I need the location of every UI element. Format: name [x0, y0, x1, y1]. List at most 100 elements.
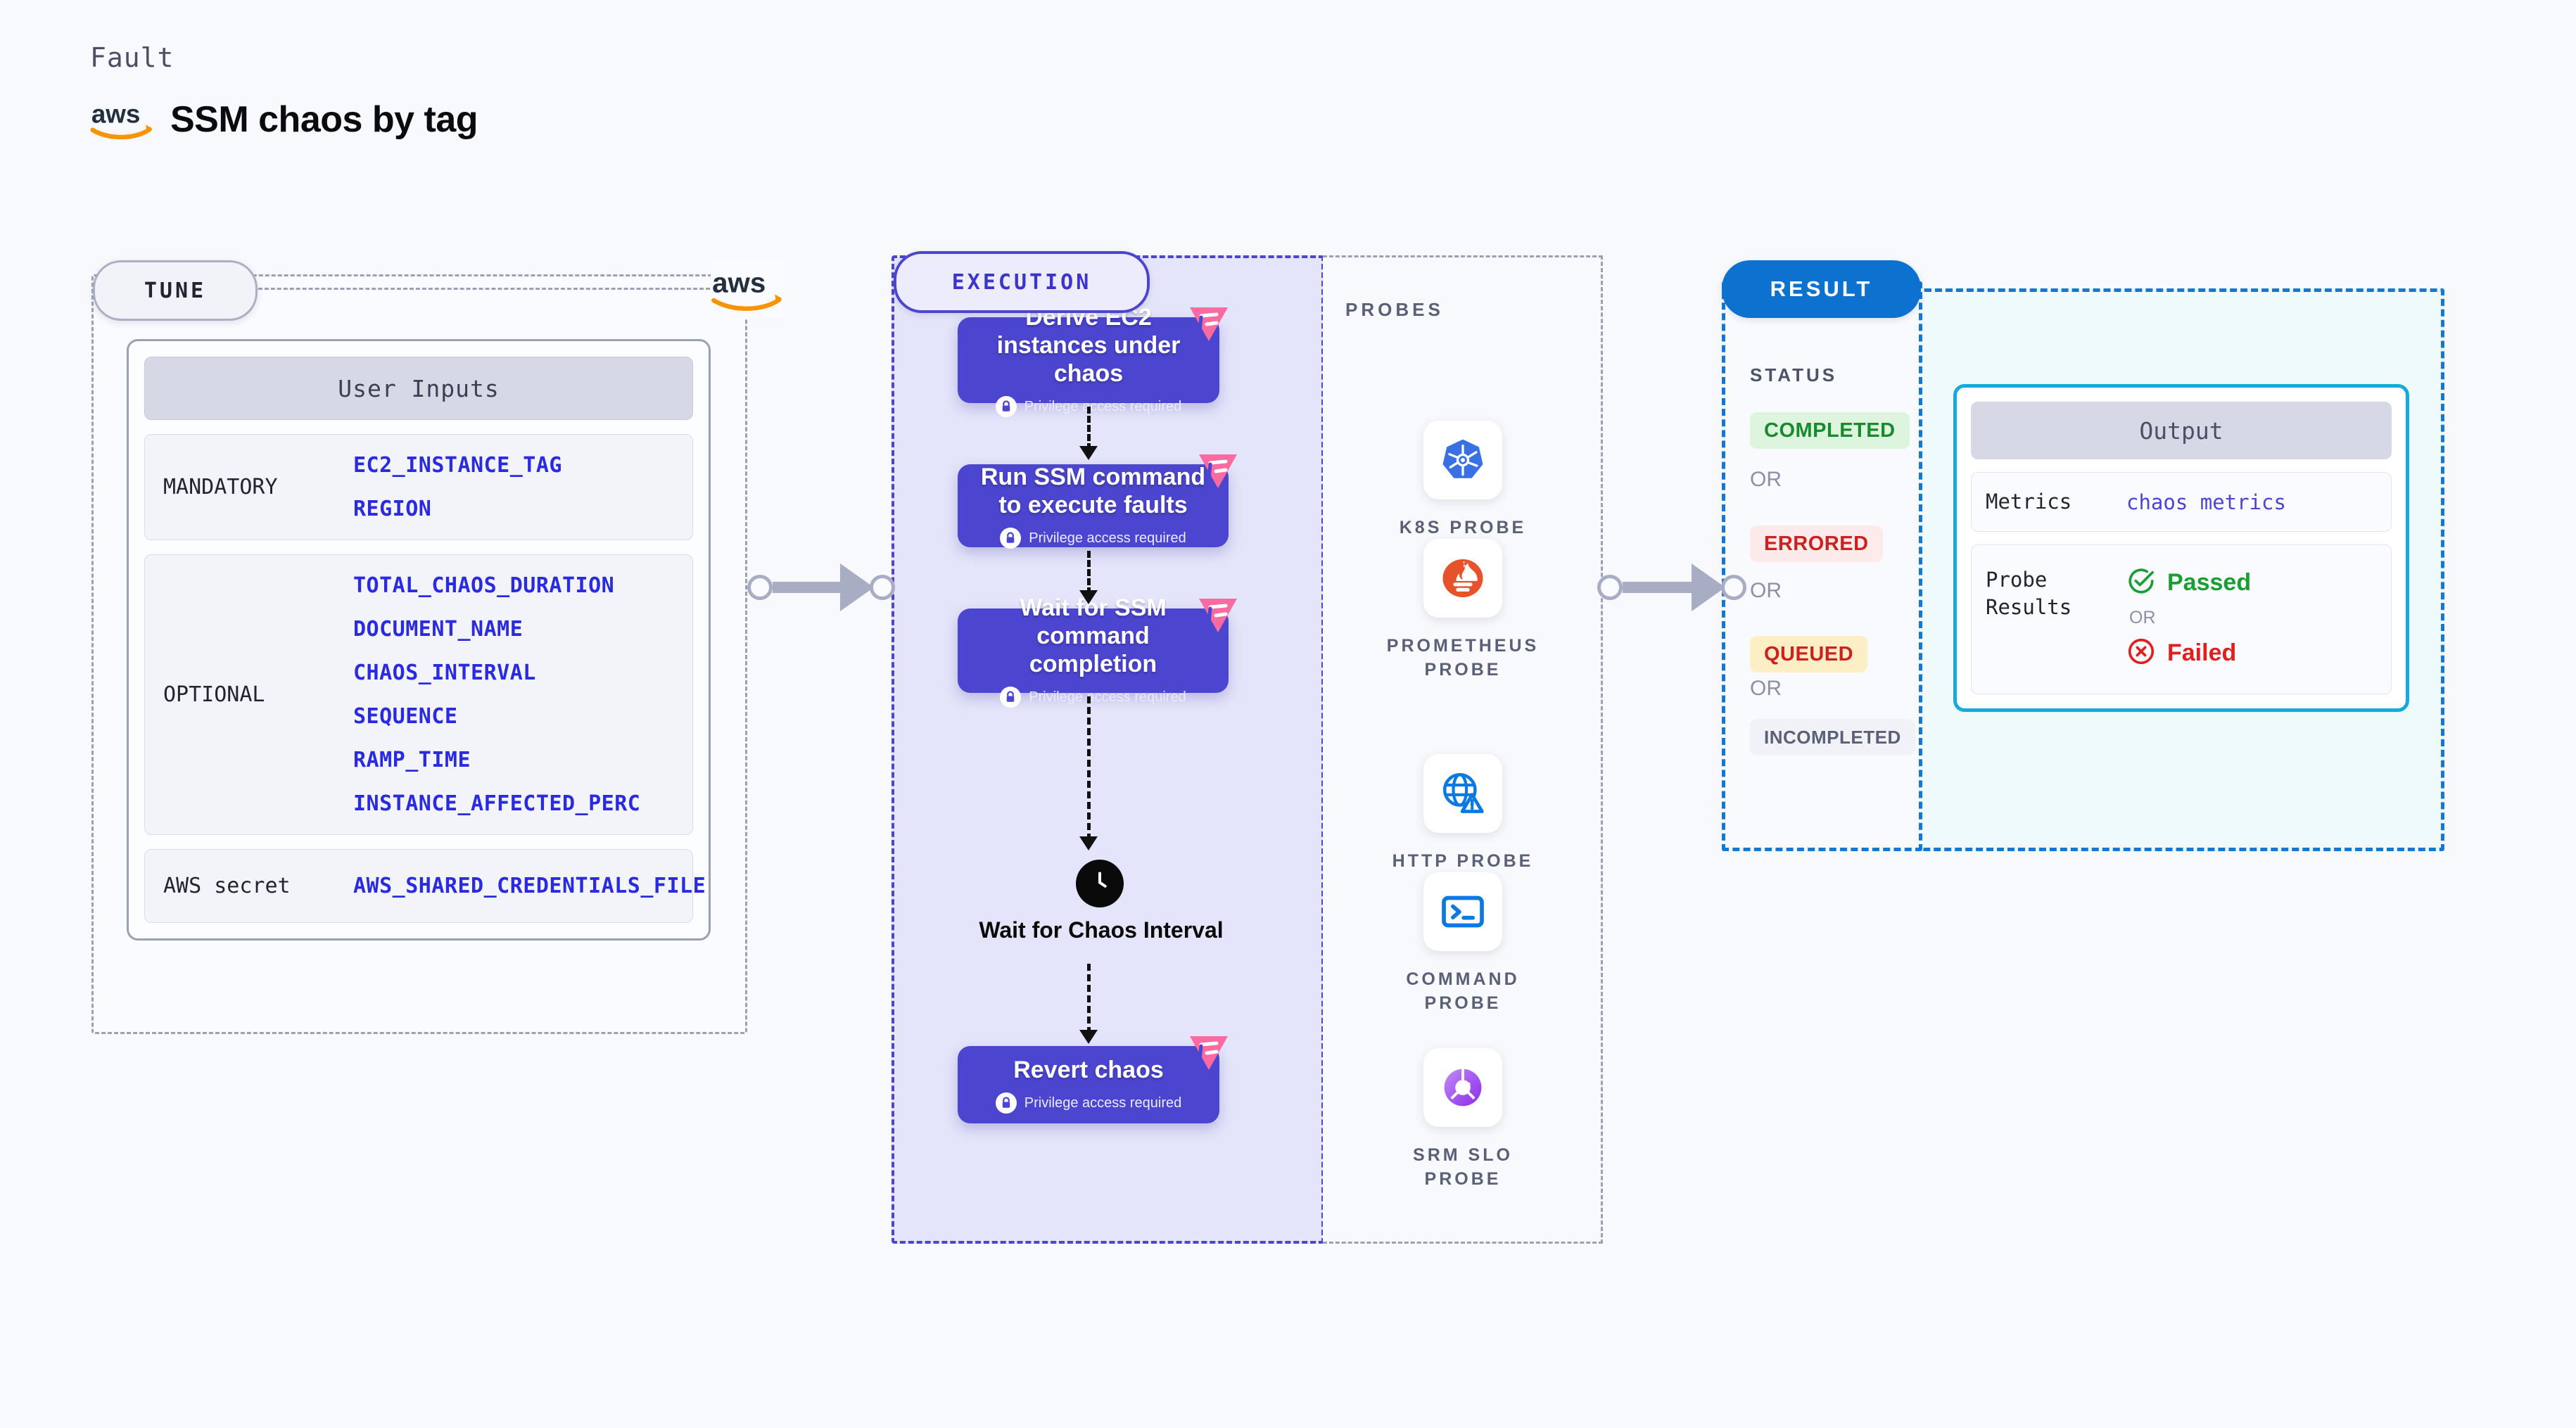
- flow-node-title: Derive EC2 instances under chaos: [996, 303, 1181, 388]
- param-group-kind: OPTIONAL: [163, 682, 265, 707]
- param-group-optional: OPTIONAL TOTAL_CHAOS_DURATION DOCUMENT_N…: [144, 554, 693, 835]
- output-card-title: Output: [1971, 402, 2392, 459]
- probes-section-label: PROBES: [1345, 299, 1444, 320]
- status-badge-label: COMPLETED: [1764, 419, 1896, 442]
- execution-section-pill: EXECUTION: [894, 251, 1150, 313]
- connector-end-dot: [1721, 575, 1746, 600]
- probe-label: SRM SLO PROBE: [1413, 1145, 1513, 1189]
- connector-line: [773, 582, 840, 593]
- privilege-note: Privilege access required: [995, 396, 1181, 418]
- status-or-separator: OR: [1750, 677, 1782, 700]
- page-header: Fault aws SSM chaos by tag: [90, 42, 478, 141]
- status-badge-label: QUEUED: [1764, 642, 1854, 665]
- connector-execution-to-result: [1597, 563, 1746, 611]
- status-badge-completed: COMPLETED: [1750, 412, 1910, 449]
- user-inputs-card: User Inputs MANDATORY EC2_INSTANCE_TAG R…: [127, 339, 711, 941]
- param-name[interactable]: TOTAL_CHAOS_DURATION: [353, 573, 615, 598]
- connector-line: [1623, 582, 1692, 593]
- connector-end-dot: [870, 575, 895, 600]
- probe-result-passed: Passed: [2126, 566, 2251, 599]
- flow-node-wait-ssm-completion[interactable]: Wait for SSM command completion Privileg…: [958, 594, 1237, 708]
- privilege-note: Privilege access required: [995, 1092, 1182, 1114]
- connector-start-dot: [747, 575, 773, 600]
- privilege-note-text: Privilege access required: [1024, 1095, 1182, 1111]
- flow-node-title: Revert chaos: [1013, 1056, 1164, 1083]
- param-group-kind: AWS secret: [163, 874, 291, 898]
- probe-item-command[interactable]: COMMAND PROBE: [1371, 872, 1554, 1016]
- flow-arrowhead: [1079, 590, 1098, 604]
- flow-arrow: [1087, 696, 1093, 841]
- param-name[interactable]: INSTANCE_AFFECTED_PERC: [353, 791, 641, 816]
- param-name[interactable]: CHAOS_INTERVAL: [353, 661, 536, 685]
- svg-text:aws: aws: [712, 267, 766, 298]
- lock-icon: [1000, 528, 1022, 549]
- flow-arrow: [1087, 551, 1093, 594]
- probe-item-k8s[interactable]: K8S PROBE: [1371, 421, 1554, 540]
- status-or-separator: OR: [1750, 468, 1782, 491]
- probe-label: COMMAND PROBE: [1406, 969, 1520, 1013]
- harness-corner-badge-icon: [1193, 450, 1241, 492]
- svg-text:aws: aws: [91, 100, 141, 129]
- privilege-note: Privilege access required: [1000, 687, 1186, 708]
- connector-arrowhead: [840, 563, 874, 611]
- lock-icon: [1000, 687, 1022, 708]
- fault-kicker: Fault: [90, 42, 175, 73]
- terminal-icon: [1423, 872, 1502, 951]
- probe-item-http[interactable]: HTTP PROBE: [1371, 754, 1554, 874]
- result-section: [1722, 281, 1922, 851]
- connector-start-dot: [1597, 575, 1623, 600]
- flow-node-title: Wait for SSM command completion: [1020, 594, 1167, 678]
- flow-arrowhead: [1079, 446, 1098, 460]
- harness-corner-badge-icon: [1184, 1032, 1232, 1074]
- status-or-separator: OR: [1750, 579, 1782, 602]
- tune-section-pill: TUNE: [93, 260, 258, 321]
- error-circle-icon: [2126, 637, 2156, 670]
- param-group-kind: MANDATORY: [163, 475, 278, 499]
- probes-section: [1323, 255, 1603, 1244]
- param-name[interactable]: RAMP_TIME: [353, 748, 471, 772]
- output-row-metrics: Metrics chaos metrics: [1971, 472, 2392, 533]
- status-badge-queued: QUEUED: [1750, 636, 1868, 672]
- probe-label: HTTP PROBE: [1392, 851, 1534, 871]
- probe-item-prometheus[interactable]: PROMETHEUS PROBE: [1371, 539, 1554, 682]
- lock-icon: [995, 1092, 1017, 1114]
- flow-node-revert-chaos[interactable]: Revert chaos Privilege access required: [958, 1036, 1228, 1123]
- flow-arrowhead: [1079, 836, 1098, 850]
- probe-item-srm-slo[interactable]: SRM SLO PROBE: [1371, 1048, 1554, 1192]
- param-group-aws-secret: AWS secret AWS_SHARED_CREDENTIALS_FILE: [144, 849, 706, 923]
- flow-arrow: [1087, 964, 1093, 1034]
- clock-icon: [1084, 865, 1116, 902]
- flow-node-title: Wait for Chaos Interval: [979, 917, 1224, 943]
- flow-node-run-ssm-command[interactable]: Run SSM command to execute faults Privil…: [958, 454, 1237, 549]
- param-name[interactable]: REGION: [353, 497, 432, 521]
- result-section-pill: RESULT: [1722, 260, 1921, 318]
- param-name[interactable]: DOCUMENT_NAME: [353, 617, 524, 642]
- param-group-mandatory: MANDATORY EC2_INSTANCE_TAG REGION: [144, 434, 693, 540]
- output-row-probe-results: Probe Results Passed OR: [1971, 544, 2392, 695]
- status-badge-label: INCOMPLETED: [1764, 726, 1901, 748]
- srm-slo-icon: [1423, 1048, 1502, 1127]
- aws-logo-icon: aws: [90, 98, 155, 141]
- probe-result-or-separator: OR: [2129, 608, 2156, 628]
- flow-node-derive-ec2[interactable]: Derive EC2 instances under chaos Privile…: [958, 304, 1228, 418]
- flow-node-wait-chaos-interval[interactable]: [1076, 860, 1124, 907]
- flow-arrow: [1087, 407, 1093, 450]
- output-row-value[interactable]: chaos metrics: [2126, 490, 2286, 514]
- flow-arrowhead: [1079, 1030, 1098, 1044]
- param-name[interactable]: SEQUENCE: [353, 704, 458, 729]
- prometheus-icon: [1423, 539, 1502, 618]
- probe-label: K8S PROBE: [1399, 518, 1527, 537]
- lock-icon: [995, 396, 1017, 418]
- probe-result-failed-label: Failed: [2167, 639, 2237, 667]
- status-badge-errored: ERRORED: [1750, 525, 1883, 562]
- privilege-note-text: Privilege access required: [1029, 689, 1186, 705]
- flow-node-title: Run SSM command to execute faults: [980, 463, 1206, 518]
- harness-corner-badge-icon: [1193, 594, 1241, 637]
- param-name[interactable]: EC2_INSTANCE_TAG: [353, 453, 562, 478]
- page-title: SSM chaos by tag: [170, 99, 478, 140]
- privilege-note-text: Privilege access required: [1029, 530, 1186, 546]
- param-name[interactable]: AWS_SHARED_CREDENTIALS_FILE: [353, 874, 706, 898]
- http-globe-warning-icon: [1423, 754, 1502, 833]
- connector-arrowhead: [1692, 563, 1725, 611]
- user-inputs-title: User Inputs: [144, 357, 693, 420]
